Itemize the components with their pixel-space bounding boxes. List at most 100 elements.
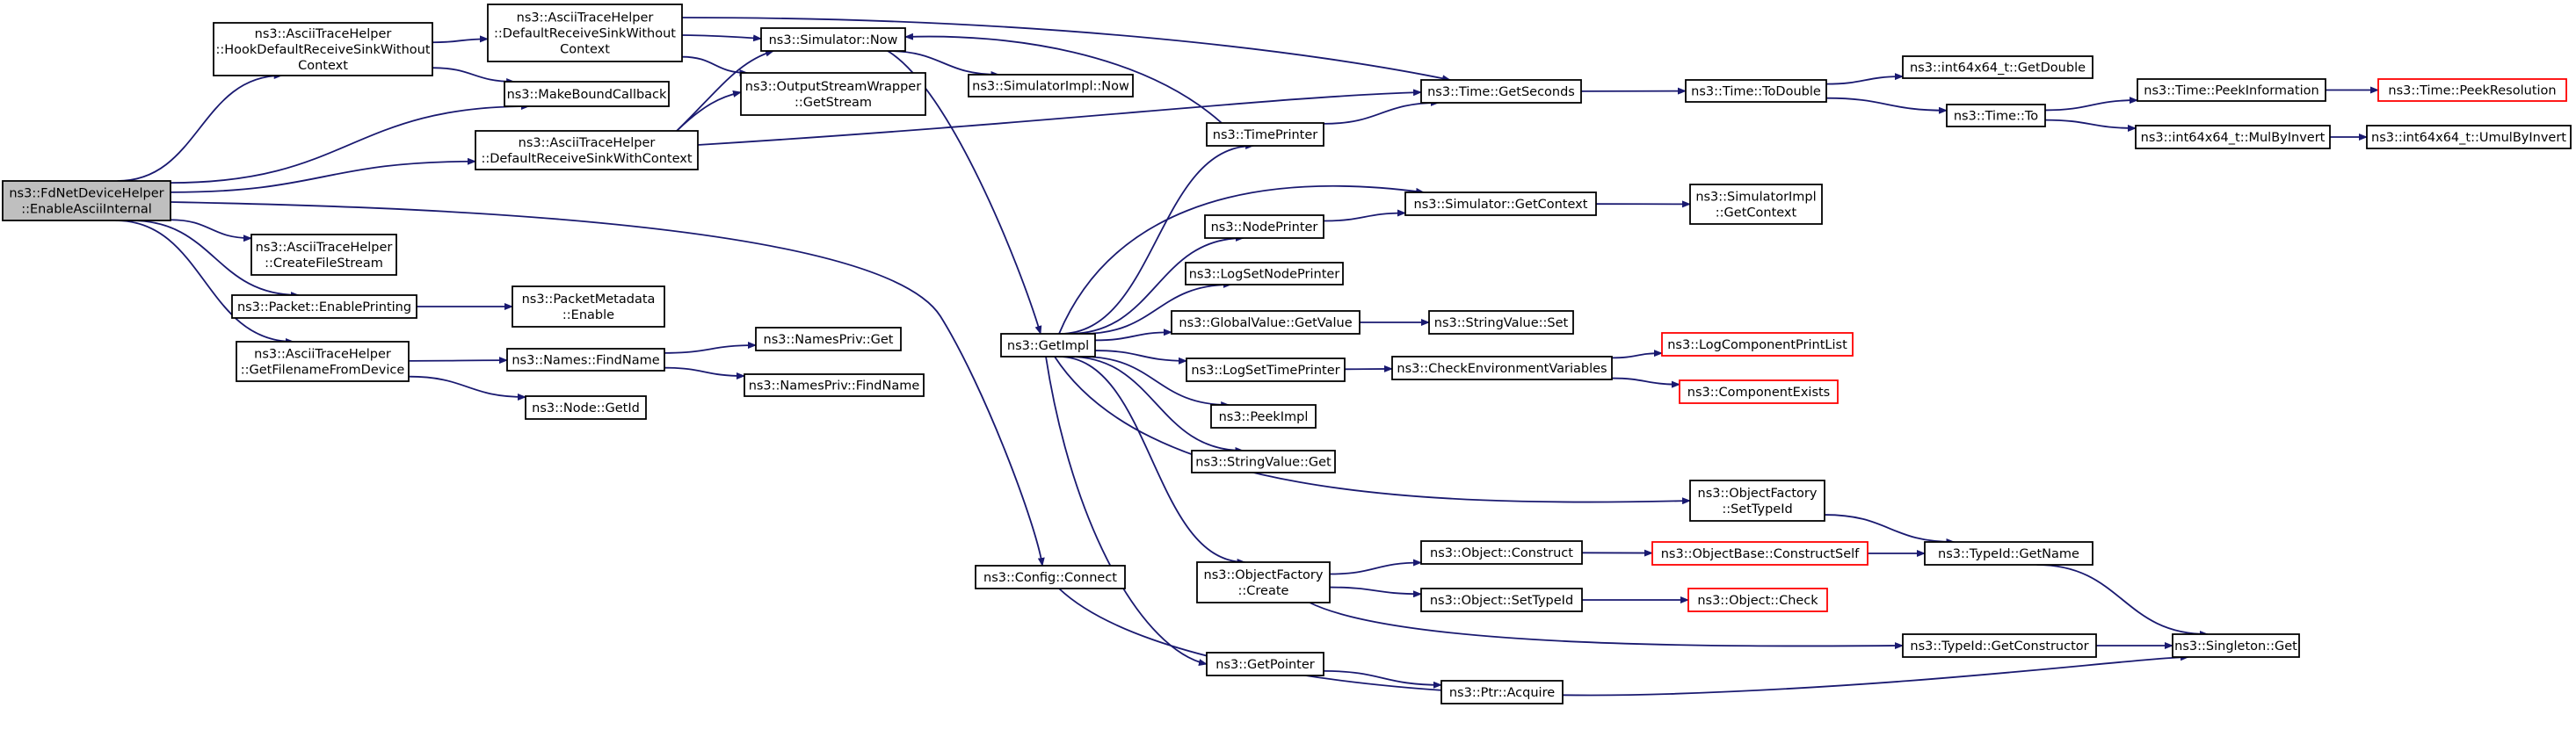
node-box[interactable] xyxy=(506,348,665,372)
node-n35[interactable]: ns3::LogComponentPrintList xyxy=(1661,332,1854,357)
node-n8[interactable]: ns3::Time::GetSeconds xyxy=(1420,79,1582,104)
node-n43[interactable]: ns3::TypeId::GetName xyxy=(1924,541,2093,566)
node-n38[interactable]: ns3::StringValue::Get xyxy=(1191,450,1336,473)
node-box[interactable] xyxy=(512,285,665,328)
node-n11[interactable]: ns3::Time::To xyxy=(1946,104,2046,127)
node-box[interactable] xyxy=(1185,262,1344,285)
node-box[interactable] xyxy=(2377,78,2567,102)
node-n33[interactable]: ns3::LogSetTimePrinter xyxy=(1186,358,1346,382)
node-n46[interactable]: ns3::TypeId::GetConstructor xyxy=(1902,633,2097,658)
node-n29[interactable]: ns3::SimulatorImpl::GetContext xyxy=(1689,184,1823,225)
node-box[interactable] xyxy=(975,565,1126,589)
node-box[interactable] xyxy=(1420,540,1583,565)
node-n34[interactable]: ns3::CheckEnvironmentVariables xyxy=(1391,356,1613,380)
node-n13[interactable]: ns3::Time::PeekResolution xyxy=(2377,78,2567,102)
node-box[interactable] xyxy=(213,22,433,76)
node-n39[interactable]: ns3::ObjectFactory::SetTypeId xyxy=(1689,480,1825,522)
node-n40[interactable]: ns3::ObjectFactory::Create xyxy=(1196,561,1331,603)
node-box[interactable] xyxy=(968,74,1134,98)
node-box[interactable] xyxy=(1946,104,2046,127)
node-box[interactable] xyxy=(744,373,925,397)
node-n32[interactable]: ns3::StringValue::Set xyxy=(1428,310,1574,335)
node-box[interactable] xyxy=(1210,404,1317,429)
node-n28[interactable]: ns3::Simulator::GetContext xyxy=(1404,191,1597,216)
node-box[interactable] xyxy=(1689,184,1823,225)
node-box[interactable] xyxy=(2137,78,2326,102)
node-box[interactable] xyxy=(231,294,417,319)
node-n44[interactable]: ns3::Object::SetTypeId xyxy=(1420,588,1583,612)
node-n19[interactable]: ns3::AsciiTraceHelper::GetFilenameFromDe… xyxy=(236,341,410,382)
node-box[interactable] xyxy=(1171,310,1361,335)
node-n12[interactable]: ns3::Time::PeekInformation xyxy=(2137,78,2326,102)
node-box[interactable] xyxy=(1186,358,1346,382)
node-n23[interactable]: ns3::Node::GetId xyxy=(525,395,647,420)
node-n9[interactable]: ns3::Time::ToDouble xyxy=(1685,79,1827,103)
node-box[interactable] xyxy=(1902,633,2097,658)
node-box[interactable] xyxy=(1420,588,1583,612)
node-box[interactable] xyxy=(1689,480,1825,522)
node-n31[interactable]: ns3::GlobalValue::GetValue xyxy=(1171,310,1361,335)
node-box[interactable] xyxy=(487,4,683,62)
node-box[interactable] xyxy=(1191,450,1336,473)
node-box[interactable] xyxy=(1206,122,1324,147)
node-n0[interactable]: ns3::FdNetDeviceHelper::EnableAsciiInter… xyxy=(2,180,171,221)
node-n48[interactable]: ns3::GetPointer xyxy=(1206,652,1324,676)
node-n45[interactable]: ns3::Object::Check xyxy=(1687,588,1828,612)
node-n41[interactable]: ns3::Object::Construct xyxy=(1420,540,1583,565)
node-n25[interactable]: ns3::Config::Connect xyxy=(975,565,1126,589)
node-box[interactable] xyxy=(1206,652,1324,676)
node-box[interactable] xyxy=(1687,588,1828,612)
node-n22[interactable]: ns3::NamesPriv::FindName xyxy=(744,373,925,397)
node-n36[interactable]: ns3::ComponentExists xyxy=(1679,379,1839,404)
node-box[interactable] xyxy=(1196,561,1331,603)
node-n10[interactable]: ns3::int64x64_t::GetDouble xyxy=(1902,55,2093,79)
node-box[interactable] xyxy=(2366,125,2572,149)
node-box[interactable] xyxy=(2172,633,2300,658)
node-n17[interactable]: ns3::Packet::EnablePrinting xyxy=(231,294,417,319)
node-box[interactable] xyxy=(1391,356,1613,380)
node-box[interactable] xyxy=(740,72,926,116)
node-box[interactable] xyxy=(250,234,397,276)
node-box[interactable] xyxy=(755,327,902,351)
node-box[interactable] xyxy=(1651,541,1869,566)
node-box[interactable] xyxy=(2135,125,2331,149)
node-n27[interactable]: ns3::NodePrinter xyxy=(1204,214,1324,239)
node-n15[interactable]: ns3::int64x64_t::UmulByInvert xyxy=(2366,125,2572,149)
node-n1[interactable]: ns3::AsciiTraceHelper::HookDefaultReceiv… xyxy=(213,22,433,76)
node-n4[interactable]: ns3::AsciiTraceHelper::DefaultReceiveSin… xyxy=(475,130,699,170)
node-n16[interactable]: ns3::AsciiTraceHelper::CreateFileStream xyxy=(250,234,397,276)
node-box[interactable] xyxy=(525,395,647,420)
node-n24[interactable]: ns3::GetImpl xyxy=(1000,333,1096,358)
node-n47[interactable]: ns3::Singleton::Get xyxy=(2172,633,2300,658)
node-n37[interactable]: ns3::PeekImpl xyxy=(1210,404,1317,429)
node-n26[interactable]: ns3::TimePrinter xyxy=(1206,122,1324,147)
node-n2[interactable]: ns3::AsciiTraceHelper::DefaultReceiveSin… xyxy=(487,4,683,62)
node-box[interactable] xyxy=(1420,79,1582,104)
node-box[interactable] xyxy=(1440,680,1564,704)
node-box[interactable] xyxy=(236,341,410,382)
node-box[interactable] xyxy=(2,180,171,221)
node-box[interactable] xyxy=(475,130,699,170)
node-box[interactable] xyxy=(1661,332,1854,357)
node-n6[interactable]: ns3::OutputStreamWrapper::GetStream xyxy=(740,72,926,116)
node-box[interactable] xyxy=(1685,79,1827,103)
node-n18[interactable]: ns3::PacketMetadata::Enable xyxy=(512,285,665,328)
node-box[interactable] xyxy=(760,27,906,52)
node-n42[interactable]: ns3::ObjectBase::ConstructSelf xyxy=(1651,541,1869,566)
node-box[interactable] xyxy=(1000,333,1096,358)
node-n21[interactable]: ns3::NamesPriv::Get xyxy=(755,327,902,351)
node-box[interactable] xyxy=(1204,214,1324,239)
node-n7[interactable]: ns3::SimulatorImpl::Now xyxy=(968,74,1134,98)
node-n5[interactable]: ns3::Simulator::Now xyxy=(760,27,906,52)
node-box[interactable] xyxy=(1404,191,1597,216)
node-n49[interactable]: ns3::Ptr::Acquire xyxy=(1440,680,1564,704)
node-n20[interactable]: ns3::Names::FindName xyxy=(506,348,665,372)
node-box[interactable] xyxy=(1679,379,1839,404)
node-box[interactable] xyxy=(504,81,670,107)
node-box[interactable] xyxy=(1902,55,2093,79)
node-n3[interactable]: ns3::MakeBoundCallback xyxy=(504,81,670,107)
node-box[interactable] xyxy=(1924,541,2093,566)
node-box[interactable] xyxy=(1428,310,1574,335)
node-n30[interactable]: ns3::LogSetNodePrinter xyxy=(1185,262,1344,285)
node-n14[interactable]: ns3::int64x64_t::MulByInvert xyxy=(2135,125,2331,149)
